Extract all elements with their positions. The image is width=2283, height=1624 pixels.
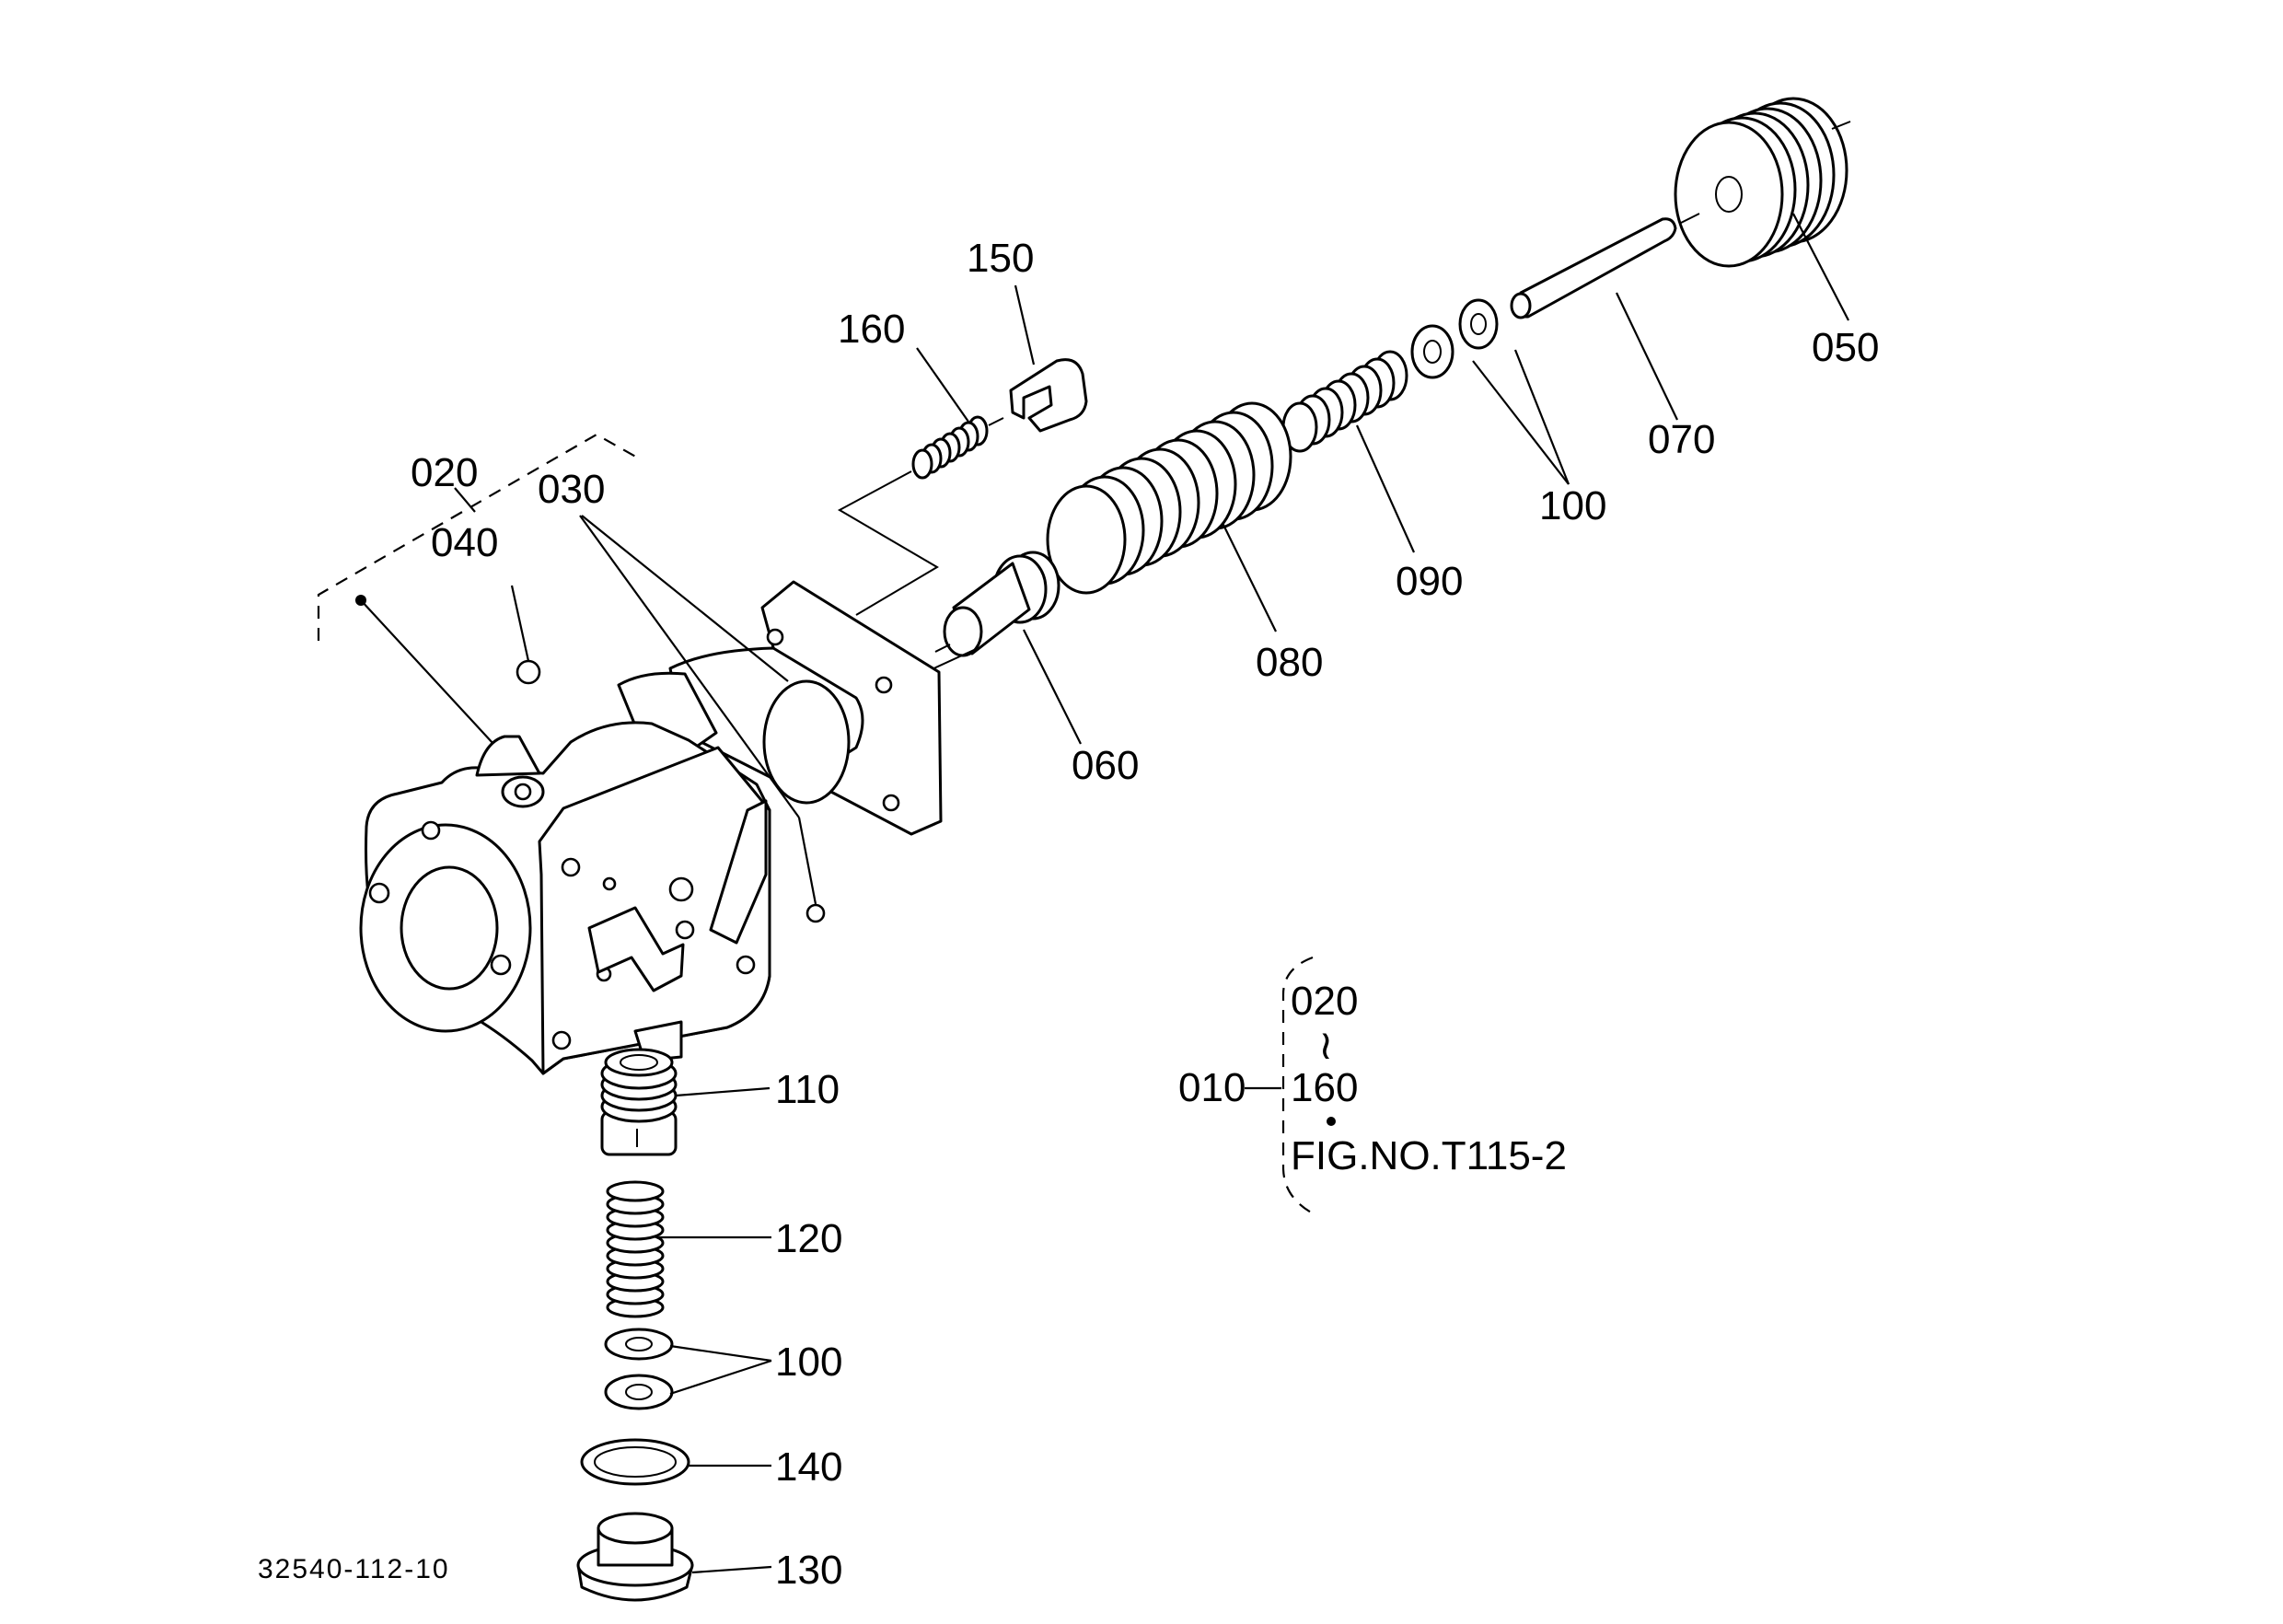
callout-100-upper: 100	[1539, 483, 1606, 528]
callout-100-lower: 100	[775, 1340, 842, 1385]
callout-020: 020	[411, 450, 478, 495]
part-070-pin	[1510, 213, 1700, 319]
part-130-plug	[576, 1512, 694, 1602]
assembly-note: 020 ≀ 160 010 FIG.NO.T115-2	[1178, 956, 1567, 1214]
part-090-small-spring	[1281, 350, 1408, 453]
callout-090: 090	[1396, 559, 1463, 604]
part-020-valve-body	[359, 580, 943, 1075]
callout-120: 120	[775, 1216, 842, 1261]
part-120-spring	[606, 1180, 665, 1318]
assembly-path-line	[837, 470, 939, 616]
part-080-large-spring	[1046, 401, 1292, 595]
part-040-ball	[516, 659, 541, 685]
part-060-plunger	[934, 551, 1060, 657]
callout-080: 080	[1256, 640, 1323, 685]
callout-030: 030	[538, 467, 605, 512]
callout-130: 130	[775, 1548, 842, 1593]
callout-160: 160	[838, 307, 905, 352]
callout-050: 050	[1812, 325, 1879, 370]
part-100-washers-upper	[1410, 298, 1499, 379]
part-110-sleeve	[600, 1048, 678, 1156]
note-range-end: 160	[1291, 1065, 1358, 1110]
callout-040: 040	[431, 520, 498, 565]
part-150-clip	[1009, 358, 1088, 433]
callout-070: 070	[1648, 417, 1715, 462]
part-050-cap	[1674, 97, 1851, 268]
callout-060: 060	[1072, 743, 1139, 788]
part-140-oring	[580, 1438, 690, 1486]
note-figure-ref: FIG.NO.T115-2	[1291, 1133, 1567, 1178]
note-parent: 010	[1178, 1065, 1246, 1110]
note-range-separator: ≀	[1318, 1023, 1334, 1068]
part-100-washers-lower	[604, 1328, 674, 1410]
part-160-tiny-spring	[911, 415, 1004, 480]
note-range-start: 020	[1291, 979, 1358, 1024]
drawing-number: 32540-112-10	[258, 1554, 450, 1584]
callout-140: 140	[775, 1444, 842, 1490]
part-030-ball	[805, 903, 826, 923]
callout-110: 110	[775, 1067, 840, 1112]
callout-150: 150	[967, 236, 1034, 281]
leader-lines	[360, 213, 1849, 1574]
assembly-bracket	[317, 433, 640, 641]
